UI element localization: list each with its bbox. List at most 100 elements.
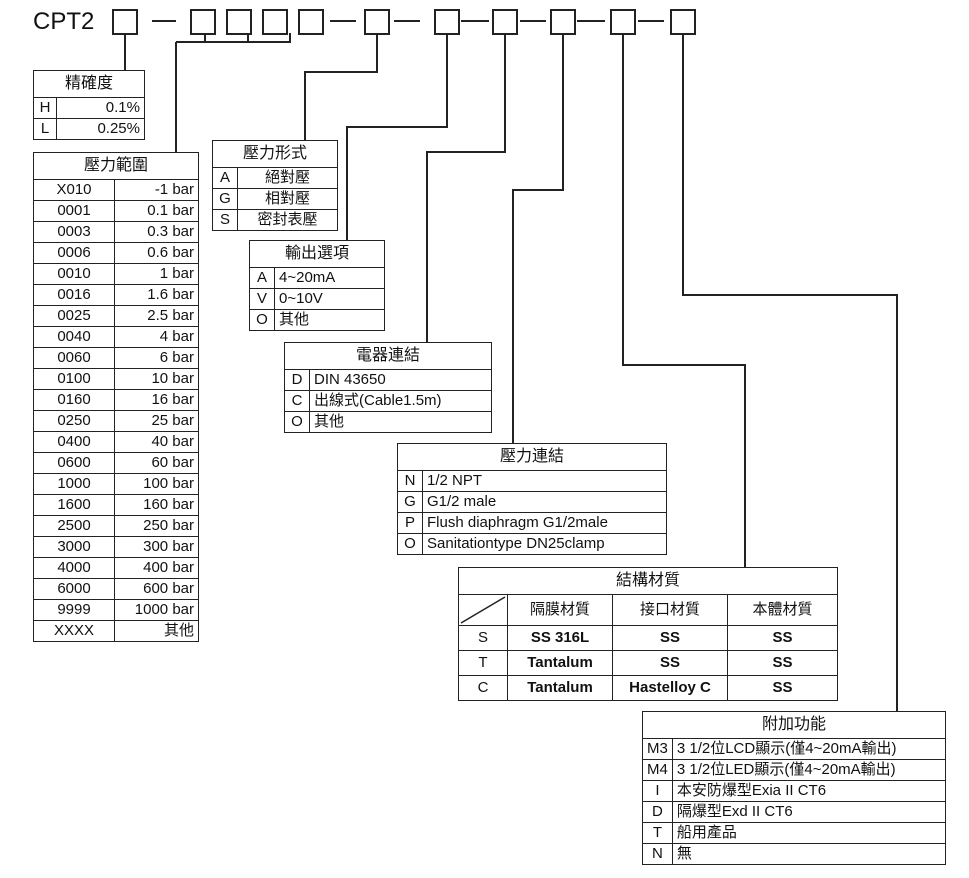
option-value: 1 bar (114, 263, 199, 285)
option-value: 3 1/2位LED顯示(僅4~20mA輸出) (671, 759, 947, 781)
option-value: 250 bar (114, 515, 199, 537)
column-header: 接口材質 (612, 594, 728, 626)
option-code: 0040 (33, 326, 115, 348)
material-cell: Tantalum (507, 675, 613, 701)
option-value: 25 bar (114, 410, 199, 432)
option-code: A (249, 267, 275, 289)
electrical-title: 電器連結 (284, 342, 492, 370)
option-code: 0010 (33, 263, 115, 285)
code-box-precision (112, 9, 138, 35)
material-cell: SS (612, 625, 728, 651)
code-box-output (434, 9, 460, 35)
table-row: X010-1 bar (33, 179, 199, 201)
option-value: 無 (671, 843, 947, 865)
option-code: O (284, 411, 310, 433)
option-value: 0~10V (274, 288, 385, 310)
option-code: V (249, 288, 275, 310)
option-value: 相對壓 (237, 188, 338, 210)
option-code: O (397, 533, 423, 555)
code-box-range-2 (226, 9, 252, 35)
option-value: 0.3 bar (114, 221, 199, 243)
option-code: C (284, 390, 310, 412)
option-value: 600 bar (114, 578, 199, 600)
code-box-material (610, 9, 636, 35)
option-value: -1 bar (114, 179, 199, 201)
option-value: 160 bar (114, 494, 199, 516)
option-value: 60 bar (114, 452, 199, 474)
option-code: 0100 (33, 368, 115, 390)
option-code: N (397, 470, 423, 492)
option-code: 4000 (33, 557, 115, 579)
option-code: I (642, 780, 673, 802)
option-code: N (642, 843, 673, 865)
material-code: S (458, 625, 508, 651)
precision-title: 精確度 (33, 70, 145, 98)
code-box-process-conn (550, 9, 576, 35)
material-cell: SS (727, 650, 838, 676)
option-value: 船用產品 (671, 822, 947, 844)
option-code: 0001 (33, 200, 115, 222)
option-value: 0.6 bar (114, 242, 199, 264)
option-value: Flush diaphragm G1/2male (422, 512, 667, 534)
option-value: Sanitationtype DN25clamp (422, 533, 667, 555)
option-value: 300 bar (114, 536, 199, 558)
material-cell: SS 316L (507, 625, 613, 651)
column-header: 隔膜材質 (507, 594, 613, 626)
option-code: 0003 (33, 221, 115, 243)
option-code: 0400 (33, 431, 115, 453)
option-value: 1.6 bar (114, 284, 199, 306)
option-value: 出線式(Cable1.5m) (309, 390, 492, 412)
model-prefix: CPT2 (33, 8, 95, 35)
option-code: XXXX (33, 620, 115, 642)
option-value: 16 bar (114, 389, 199, 411)
precision-value: 0.1% (56, 97, 145, 119)
option-code: 2500 (33, 515, 115, 537)
code-box-options (670, 9, 696, 35)
material-cell: SS (727, 625, 838, 651)
code-box-electrical (492, 9, 518, 35)
option-value: 100 bar (114, 473, 199, 495)
option-value: 隔爆型Exd II CT6 (671, 801, 947, 823)
option-code: 0600 (33, 452, 115, 474)
option-code: 0006 (33, 242, 115, 264)
option-code: O (249, 309, 275, 331)
option-value: 絕對壓 (237, 167, 338, 189)
option-value: 3 1/2位LCD顯示(僅4~20mA輸出) (671, 738, 947, 760)
option-code: 0060 (33, 347, 115, 369)
option-value: 本安防爆型Exia II CT6 (671, 780, 947, 802)
code-box-range-1 (190, 9, 216, 35)
material-code: T (458, 650, 508, 676)
material-code: C (458, 675, 508, 701)
precision-value: 0.25% (56, 118, 145, 140)
